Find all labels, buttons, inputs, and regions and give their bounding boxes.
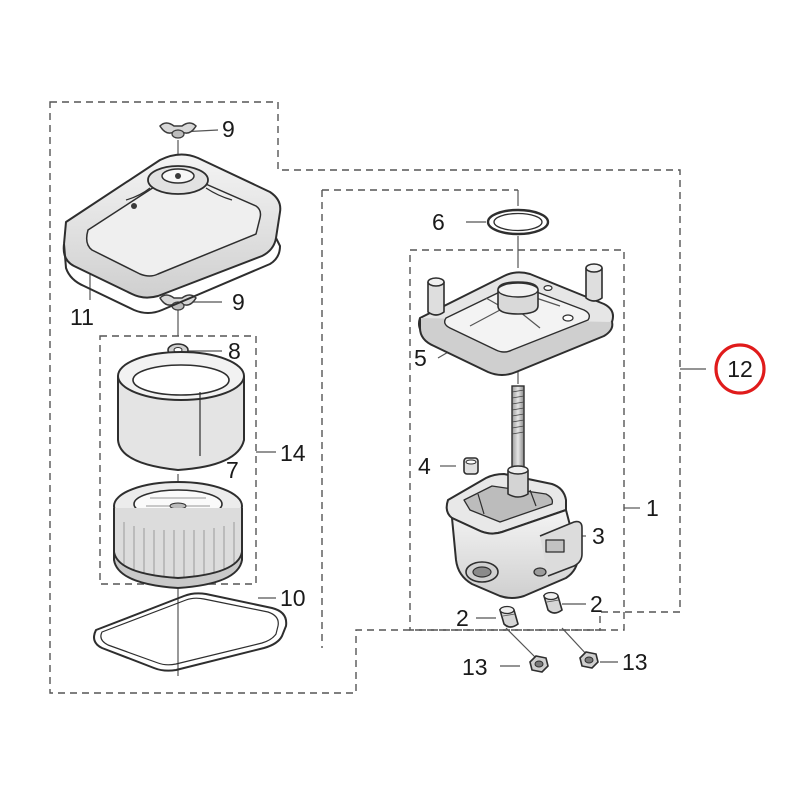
outer-assembly-boundary — [49, 101, 681, 694]
label-part-1: 1 — [646, 495, 659, 521]
label-part-6: 6 — [432, 209, 445, 235]
label-part-9-lower: 9 — [232, 289, 245, 315]
label-part-13-right: 13 — [622, 649, 648, 675]
element-set-boundary — [99, 335, 257, 585]
label-part-5: 5 — [414, 345, 427, 371]
label-part-2-left: 2 — [456, 605, 469, 631]
air-cleaner-cover — [62, 153, 282, 314]
gasket-4 — [463, 457, 479, 475]
highlighted-callout-12: 12 — [714, 343, 766, 395]
o-ring-6 — [486, 208, 550, 236]
label-part-11: 11 — [70, 304, 94, 330]
outer-foam-element — [117, 351, 245, 471]
nut-13-right — [579, 651, 599, 669]
base-plate-5 — [418, 263, 614, 376]
assembly-boundary-outline — [49, 101, 681, 694]
label-part-3: 3 — [592, 523, 605, 549]
label-part-14: 14 — [280, 440, 306, 466]
label-part-12: 12 — [727, 356, 753, 382]
label-part-8: 8 — [228, 338, 241, 364]
filter-base-housing — [445, 465, 583, 599]
wing-nut-top — [159, 122, 197, 139]
gasket-10 — [93, 592, 288, 672]
highlight-circle — [714, 343, 766, 395]
label-part-10: 10 — [280, 585, 306, 611]
bolt-2-right — [542, 591, 563, 614]
label-part-9-top: 9 — [222, 116, 235, 142]
bolt-2-left — [498, 605, 519, 628]
threaded-stud — [511, 385, 525, 469]
label-part-2-right: 2 — [590, 591, 603, 617]
paper-filter-element — [113, 481, 243, 589]
filter-base-boundary — [409, 249, 625, 631]
part-labels: 9 11 9 8 14 7 10 6 5 4 1 3 2 2 13 13 — [70, 116, 659, 680]
label-part-7: 7 — [226, 457, 239, 483]
nut-13-left — [529, 655, 549, 673]
label-part-13-left: 13 — [462, 654, 488, 680]
label-part-4: 4 — [418, 453, 431, 479]
